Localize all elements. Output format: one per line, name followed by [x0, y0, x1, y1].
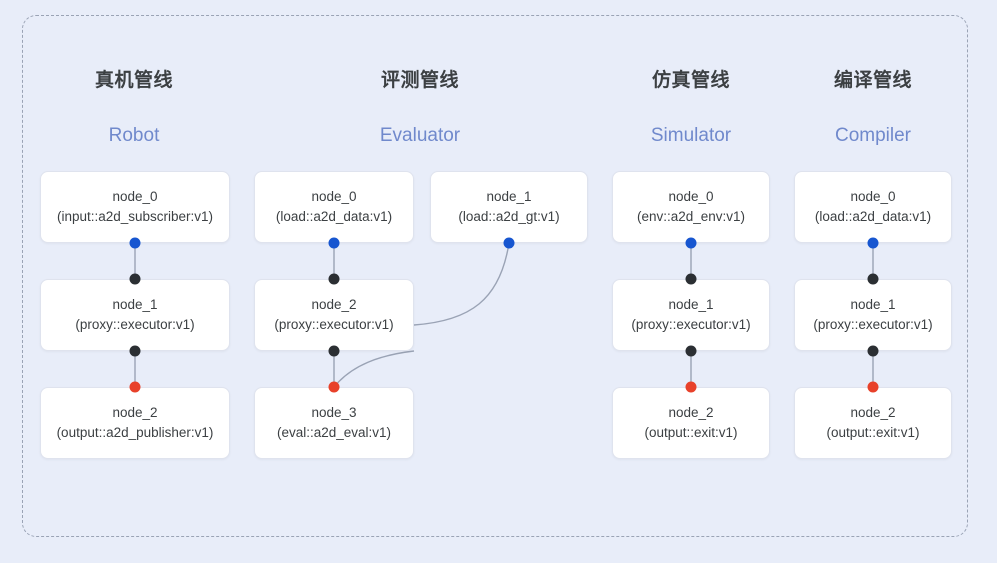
- port-output-red-dot[interactable]: [867, 381, 879, 393]
- node-name: node_2: [112, 405, 158, 421]
- node-type: (output::exit:v1): [826, 425, 920, 440]
- node-card[interactable]: node_1(proxy::executor:v1): [612, 279, 770, 351]
- node-card[interactable]: node_1(load::a2d_gt:v1): [430, 171, 588, 243]
- column-title: 仿真管线: [651, 70, 730, 91]
- node-name: node_0: [850, 189, 896, 205]
- node-name: node_1: [486, 189, 532, 205]
- port-output-blue-dot[interactable]: [685, 237, 697, 249]
- node-type: (eval::a2d_eval:v1): [276, 425, 392, 440]
- column-title: 编译管线: [833, 70, 912, 91]
- node-name: node_0: [311, 189, 357, 205]
- node-type: (output::a2d_publisher:v1): [56, 425, 214, 440]
- node-name: node_2: [668, 405, 714, 421]
- port-input-dot[interactable]: [867, 273, 879, 285]
- port-output-red-dot[interactable]: [685, 381, 697, 393]
- node-card[interactable]: node_2(output::a2d_publisher:v1): [40, 387, 230, 459]
- node-name: node_1: [850, 297, 896, 313]
- node-name: node_0: [112, 189, 158, 205]
- column-subtitle: Compiler: [834, 125, 912, 146]
- port-output-blue-dot[interactable]: [503, 237, 515, 249]
- column-subtitle: Evaluator: [379, 125, 461, 146]
- node-card[interactable]: node_1(proxy::executor:v1): [794, 279, 952, 351]
- node-card[interactable]: node_3(eval::a2d_eval:v1): [254, 387, 414, 459]
- node-type: (proxy::executor:v1): [75, 317, 195, 332]
- node-type: (proxy::executor:v1): [813, 317, 933, 332]
- node-name: node_2: [311, 297, 357, 313]
- node-type: (load::a2d_data:v1): [275, 209, 393, 224]
- port-input-dot[interactable]: [129, 345, 141, 357]
- column-subtitle: Simulator: [650, 125, 732, 146]
- node-name: node_1: [668, 297, 714, 313]
- port-output-blue-dot[interactable]: [129, 237, 141, 249]
- node-card[interactable]: node_2(output::exit:v1): [794, 387, 952, 459]
- node-card[interactable]: node_2(output::exit:v1): [612, 387, 770, 459]
- port-input-dot[interactable]: [328, 345, 340, 357]
- column-subtitle: Robot: [108, 125, 160, 146]
- node-type: (input::a2d_subscriber:v1): [56, 209, 214, 224]
- port-output-blue-dot[interactable]: [867, 237, 879, 249]
- node-card[interactable]: node_0(load::a2d_data:v1): [794, 171, 952, 243]
- node-type: (output::exit:v1): [644, 425, 738, 440]
- port-output-red-dot[interactable]: [328, 381, 340, 393]
- port-input-dot[interactable]: [867, 345, 879, 357]
- node-name: node_0: [668, 189, 714, 205]
- node-card[interactable]: node_0(env::a2d_env:v1): [612, 171, 770, 243]
- diagram-frame: [22, 15, 968, 537]
- node-name: node_2: [850, 405, 896, 421]
- column-title: 评测管线: [380, 70, 459, 91]
- port-input-dot[interactable]: [328, 273, 340, 285]
- port-input-dot[interactable]: [685, 273, 697, 285]
- node-type: (env::a2d_env:v1): [636, 209, 746, 224]
- port-input-dot[interactable]: [685, 345, 697, 357]
- node-type: (load::a2d_data:v1): [814, 209, 932, 224]
- node-name: node_3: [311, 405, 357, 421]
- node-name: node_1: [112, 297, 158, 313]
- port-output-red-dot[interactable]: [129, 381, 141, 393]
- port-input-dot[interactable]: [129, 273, 141, 285]
- node-type: (proxy::executor:v1): [274, 317, 394, 332]
- node-card[interactable]: node_0(input::a2d_subscriber:v1): [40, 171, 230, 243]
- node-type: (load::a2d_gt:v1): [458, 209, 560, 224]
- port-output-blue-dot[interactable]: [328, 237, 340, 249]
- column-title: 真机管线: [94, 70, 173, 91]
- node-type: (proxy::executor:v1): [631, 317, 751, 332]
